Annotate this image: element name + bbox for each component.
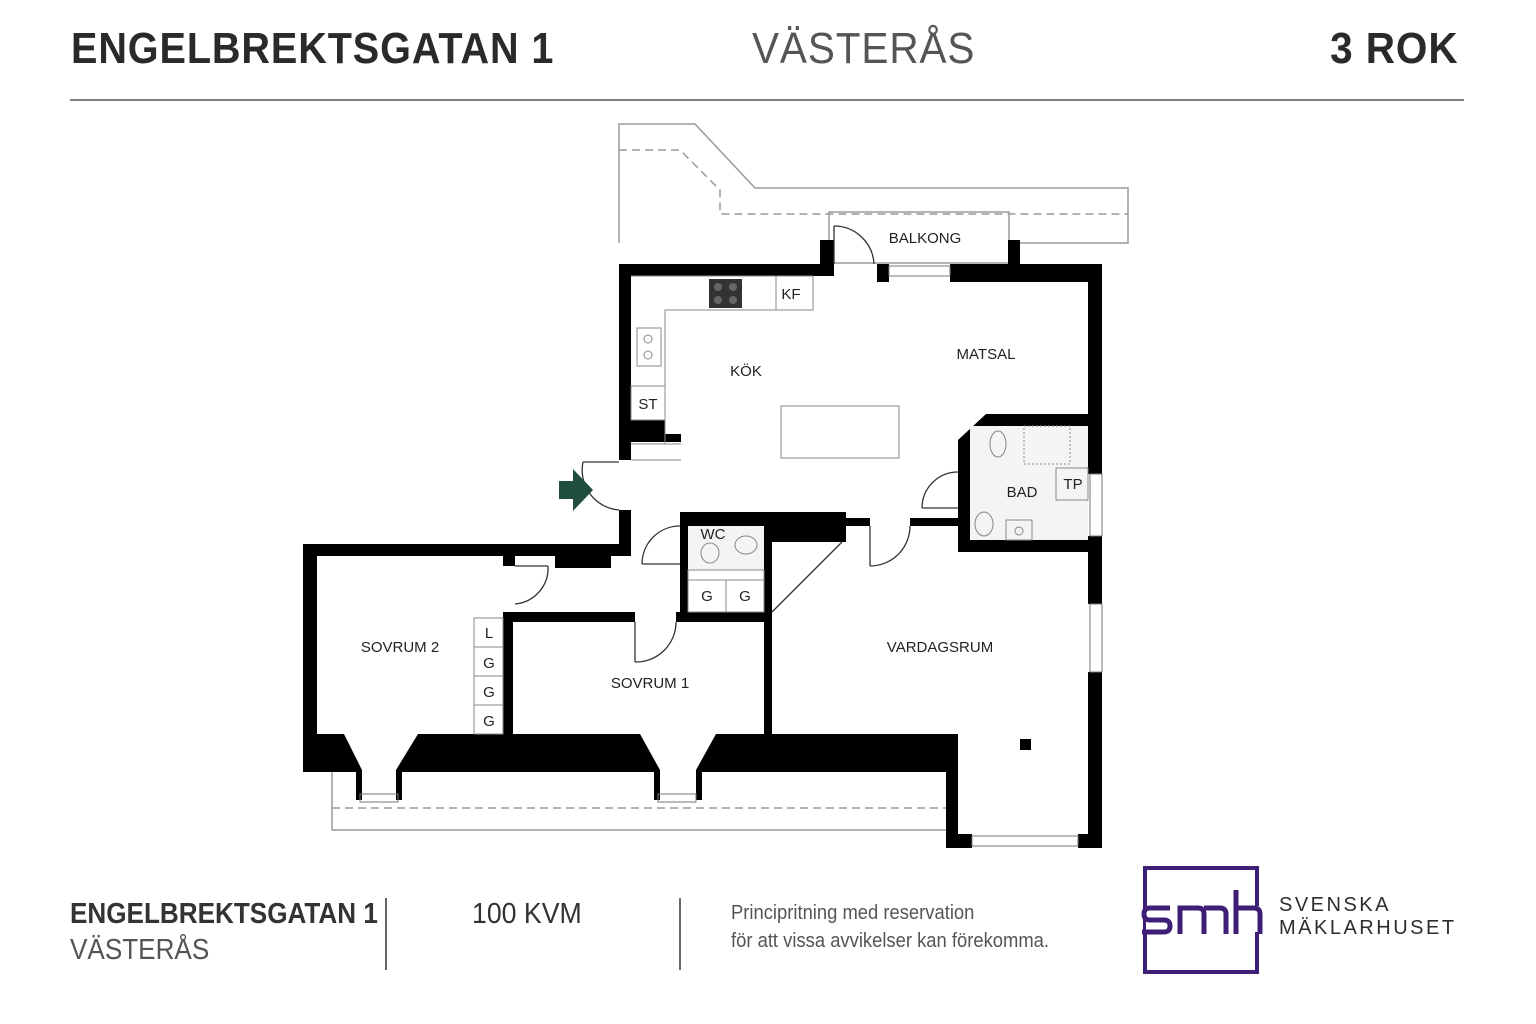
footer-disclaimer-line1: Principritning med reservation (731, 902, 975, 924)
label-g2: G (739, 588, 751, 605)
label-sovrum1: SOVRUM 1 (611, 675, 689, 692)
label-kf: KF (781, 286, 800, 303)
label-wc: WC (701, 526, 726, 543)
header-rooms: 3 ROK (1329, 24, 1458, 73)
label-vardagsrum: VARDAGSRUM (887, 639, 993, 656)
walls (303, 240, 1102, 848)
label-balkong: BALKONG (889, 230, 962, 247)
label-tp: TP (1063, 476, 1082, 493)
header-city: VÄSTERÅS (752, 24, 976, 73)
label-l: L (485, 625, 493, 642)
label-matsal: MATSAL (957, 346, 1016, 363)
footer-address: ENGELBREKTSGATAN 1 (70, 898, 378, 930)
label-g4: G (483, 684, 495, 701)
label-g5: G (483, 713, 495, 730)
header-divider (70, 99, 1464, 101)
label-sovrum2: SOVRUM 2 (361, 639, 439, 656)
entrance-arrow-icon (559, 469, 593, 511)
label-bad: BAD (1007, 484, 1038, 501)
stove-icon (709, 279, 742, 308)
footer-disclaimer-line2: för att vissa avvikelser kan förekomma. (731, 930, 1050, 952)
logo-text-line2: MÄKLARHUSET (1279, 917, 1457, 939)
footer-divider-2 (679, 898, 681, 970)
label-kok: KÖK (730, 362, 762, 380)
footer-divider-1 (385, 898, 387, 970)
header-address: ENGELBREKTSGATAN 1 (71, 24, 555, 73)
label-g3: G (483, 655, 495, 672)
label-st: ST (638, 396, 657, 413)
smh-logo-icon (1141, 890, 1264, 935)
logo-text-line1: SVENSKA (1279, 894, 1391, 916)
label-g1: G (701, 588, 713, 605)
footer-city: VÄSTERÅS (70, 934, 210, 966)
footer-area: 100 KVM (472, 898, 582, 930)
